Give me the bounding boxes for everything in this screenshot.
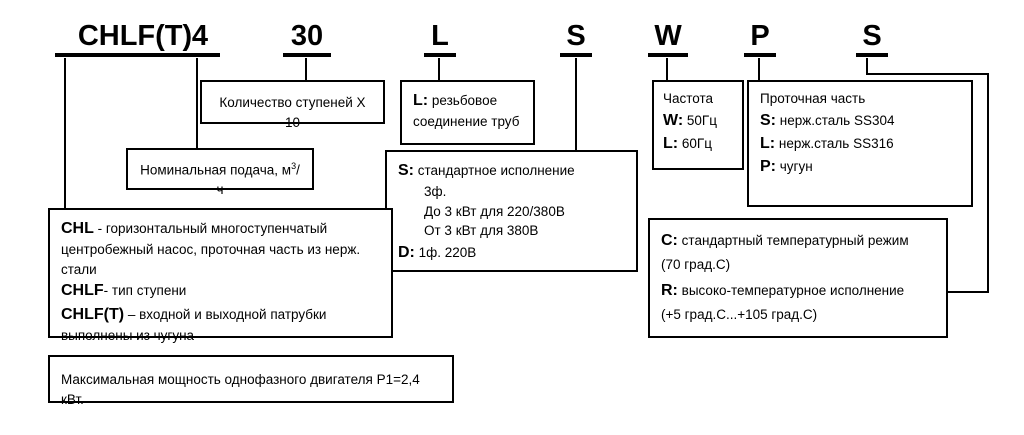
connector-l <box>438 58 440 80</box>
series-line5-key: CHLF(T) <box>61 305 125 323</box>
box-temperature-text: C: стандартный температурный режим (70 г… <box>650 220 946 334</box>
box-stages-text: Количество ступеней X 10 <box>219 95 366 130</box>
flow-rate-unit-rest: /ч <box>216 162 300 198</box>
box-temperature: C: стандартный температурный режим (70 г… <box>648 218 948 338</box>
flow-rate-label: Номинальная подача, м <box>140 162 292 178</box>
wetted-part-l-key: L: <box>760 134 776 152</box>
frequency-l-text: 60Гц <box>681 135 712 151</box>
box-max-power: Максимальная мощность однофазного двигат… <box>48 355 454 407</box>
flow-rate-unit-sup: 3 <box>291 161 297 171</box>
box-series: CHL - горизонтальный многоступенчатый це… <box>48 208 393 343</box>
code-4: 4 <box>180 22 220 57</box>
wetted-part-l-text: нерж.сталь SS316 <box>778 135 894 151</box>
pipe-connection-line1: резьбовое <box>431 93 498 108</box>
connector-s-phase <box>575 58 577 150</box>
code-s-phase: S <box>560 22 592 57</box>
code-s-temperature: S <box>856 22 888 57</box>
connector-chlft <box>64 58 66 208</box>
box-wetted-part-text: Проточная часть S: нерж.сталь SS304 L: н… <box>749 82 971 185</box>
frequency-w-key: W: <box>663 111 684 129</box>
connector-w <box>666 58 668 80</box>
box-frequency: Частота W: 50Гц L: 60Гц <box>652 80 744 170</box>
box-series-text: CHL - горизонтальный многоступенчатый це… <box>50 210 391 352</box>
pipe-connection-key: L: <box>413 92 429 109</box>
connector-s-temp-seg2 <box>866 73 989 75</box>
box-flow-rate-text: Номинальная подача, м3/ч <box>128 150 312 207</box>
frequency-title: Частота <box>663 91 714 106</box>
phase-d-key: D: <box>398 243 415 261</box>
box-frequency-text: Частота W: 50Гц L: 60Гц <box>654 82 742 162</box>
box-pipe-connection: L: резьбовое соединение труб <box>400 80 535 145</box>
phase-s-line2: 3ф. <box>424 184 447 200</box>
temperature-r-range: (+5 град.С...+105 град.С) <box>661 307 818 323</box>
box-phase: S: стандартное исполнение 3ф. До 3 кВт д… <box>385 150 638 272</box>
series-line4-text: - тип ступени <box>103 283 187 299</box>
wetted-part-p-key: P: <box>760 157 776 175</box>
series-line5-text: – входной и выходной патрубки <box>124 306 327 322</box>
phase-s-key: S: <box>398 162 414 179</box>
phase-d-text: 1ф. 220В <box>418 244 477 260</box>
series-line1-key: CHL <box>61 220 94 237</box>
code-l: L <box>424 22 456 57</box>
pipe-connection-line2: соединение труб <box>413 114 520 130</box>
wetted-part-s-text: нерж.сталь SS304 <box>779 112 895 128</box>
connector-p <box>758 58 760 80</box>
wetted-part-p-text: чугун <box>779 158 813 174</box>
phase-s-text: стандартное исполнение <box>417 163 575 178</box>
connector-4 <box>196 58 198 148</box>
code-w-frequency: W <box>648 22 688 57</box>
connector-s-temp-seg3 <box>987 73 989 293</box>
temperature-c-range: (70 град.С) <box>661 257 731 273</box>
connector-s-temp-seg1 <box>866 58 868 74</box>
wetted-part-s-key: S: <box>760 111 776 129</box>
series-line1-text: - горизонтальный многоступенчатый <box>93 221 328 236</box>
series-line4-key: CHLF <box>61 282 104 300</box>
temperature-r-key: R: <box>661 282 678 300</box>
box-stages: Количество ступеней X 10 <box>200 80 385 130</box>
series-line2-text: центробежный насос, проточная часть из н… <box>61 242 361 258</box>
connector-30 <box>305 58 307 80</box>
box-wetted-part: Проточная часть S: нерж.сталь SS304 L: н… <box>747 80 973 207</box>
box-phase-text: S: стандартное исполнение 3ф. До 3 кВт д… <box>387 152 636 271</box>
series-line3-text: стали <box>61 261 97 277</box>
code-p-wetted: P <box>744 22 776 57</box>
temperature-c-text: стандартный температурный режим <box>681 233 909 248</box>
temperature-c-key: C: <box>661 232 678 249</box>
box-pipe-connection-text: L: резьбовое соединение труб <box>402 82 533 139</box>
box-flow-rate: Номинальная подача, м3/ч <box>126 148 314 197</box>
box-max-power-text: Максимальная мощность однофазного двигат… <box>61 372 420 407</box>
temperature-r-text: высоко-температурное исполнение <box>681 283 905 299</box>
code-30: 30 <box>283 22 331 57</box>
frequency-w-text: 50Гц <box>686 112 717 128</box>
phase-s-line4: От 3 кВт для 380В <box>424 223 539 239</box>
wetted-part-title: Проточная часть <box>760 91 866 106</box>
code-chlft: CHLF(T) <box>55 22 215 57</box>
connector-s-temp-seg4 <box>947 291 989 293</box>
series-line6-text: выполнены из чугуна <box>61 327 195 343</box>
frequency-l-key: L: <box>663 134 679 152</box>
phase-s-line3: До 3 кВт для 220/380В <box>424 203 565 219</box>
